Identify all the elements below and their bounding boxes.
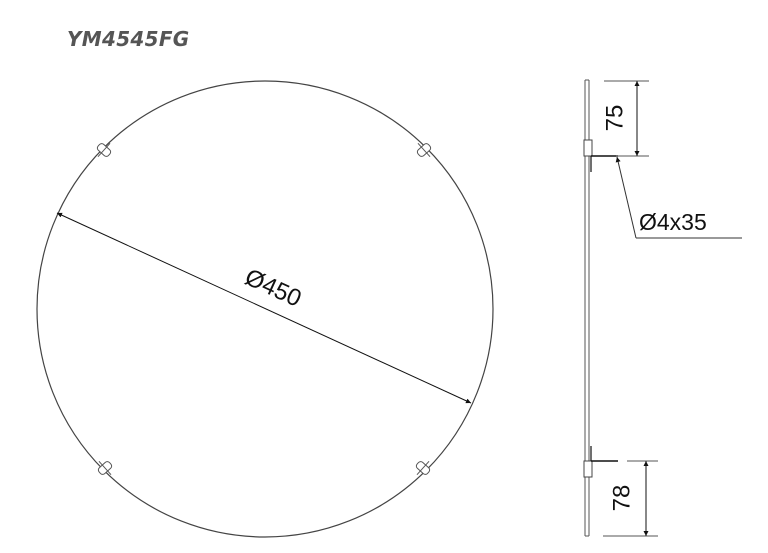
dimension-75-label: 75 [602, 105, 629, 132]
dimension-78-label: 78 [609, 485, 636, 512]
clip-bottom-left-icon [97, 460, 113, 476]
dimension-78: 78 [603, 460, 658, 537]
clip-top-right-icon [416, 142, 432, 158]
upper-bracket [583, 139, 618, 172]
clip-top-left-icon [96, 142, 112, 158]
model-title: YM4545FG [67, 27, 190, 51]
screw-callout: Ø4x35 [615, 156, 742, 239]
clip-bottom-right-icon [415, 460, 431, 476]
screw-label: Ø4x35 [639, 209, 707, 235]
front-view: Ø450 [36, 80, 494, 538]
dimension-75: 75 [602, 80, 649, 157]
diameter-dimension: Ø450 [56, 212, 472, 404]
side-view: 75 Ø4x35 78 [583, 79, 742, 537]
diameter-label: Ø450 [241, 264, 306, 313]
mirror-outline [36, 80, 494, 538]
diameter-line [56, 212, 472, 404]
lower-bracket [583, 446, 618, 478]
